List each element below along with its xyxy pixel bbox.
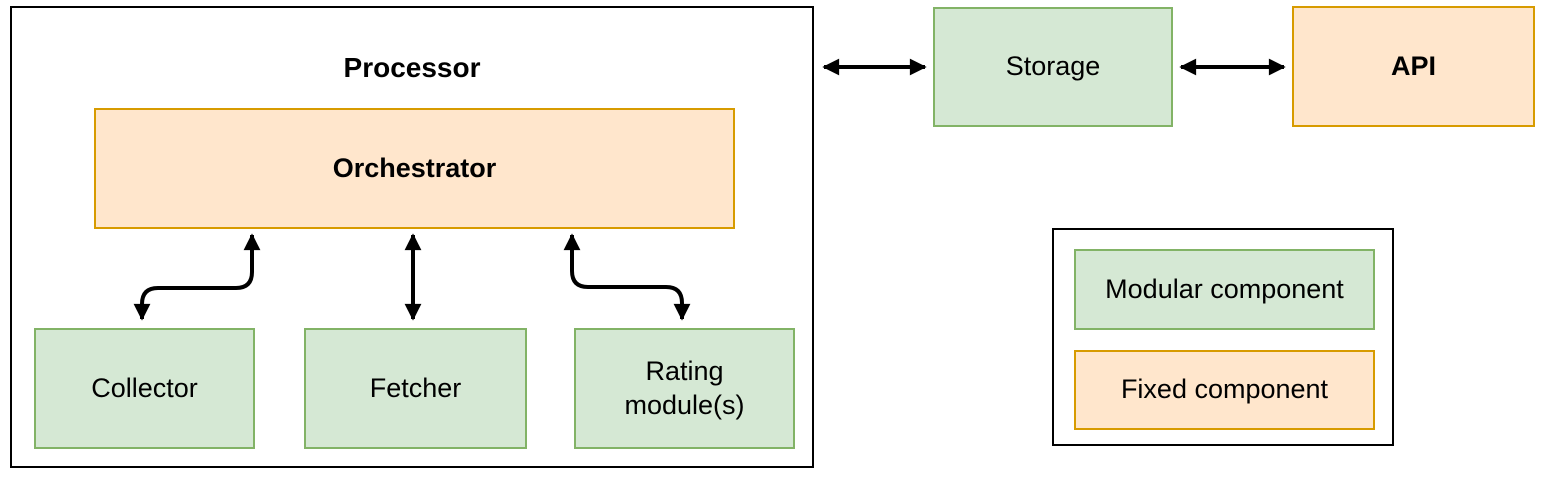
storage-label: Storage (1005, 51, 1101, 82)
processor-title: Processor (343, 52, 481, 83)
orchestrator-label: Orchestrator (332, 152, 497, 183)
legend-box: Modular component Fixed component (1052, 228, 1394, 446)
storage-node: Storage (933, 7, 1173, 127)
collector-label: Collector (91, 372, 198, 403)
processor-container: Processor Orchestrator Collector Fetcher… (10, 6, 814, 468)
legend-fixed-item: Fixed component (1074, 350, 1375, 430)
orchestrator-node: Orchestrator (94, 108, 735, 229)
rating-module-node: Rating module(s) (574, 328, 795, 449)
fetcher-label: Fetcher (369, 372, 462, 403)
legend-modular-item: Modular component (1074, 249, 1375, 330)
legend-modular-label: Modular component (1105, 273, 1344, 304)
rating-module-label: Rating module(s) (624, 355, 745, 420)
collector-node: Collector (34, 328, 255, 449)
fetcher-node: Fetcher (304, 328, 527, 449)
legend-fixed-label: Fixed component (1120, 374, 1329, 405)
api-node: API (1292, 6, 1535, 127)
api-label: API (1390, 50, 1436, 81)
